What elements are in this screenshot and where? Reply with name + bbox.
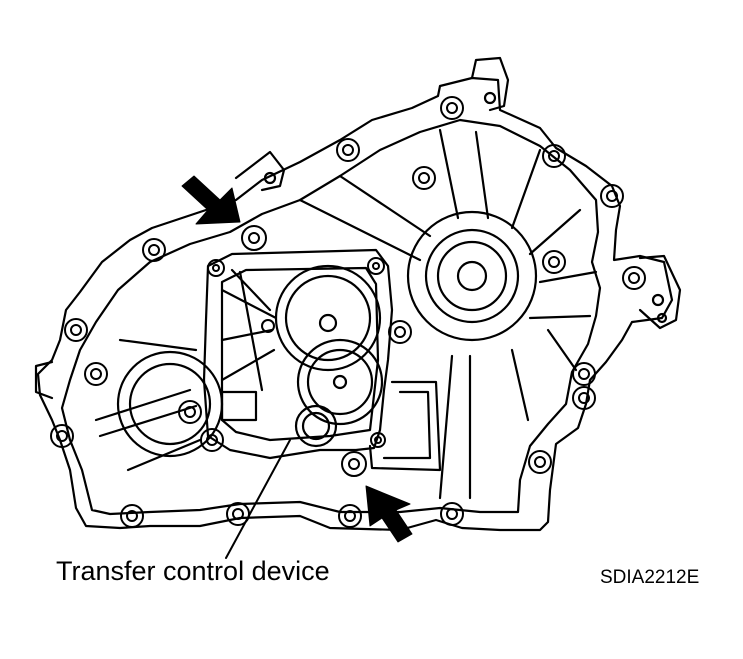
bolt <box>142 238 166 262</box>
figure-code: SDIA2212E <box>600 567 700 588</box>
callout-label: Transfer control device <box>56 556 330 586</box>
bolt <box>120 504 144 528</box>
lower-gear <box>296 338 384 426</box>
housing-outline <box>36 76 674 532</box>
control-device-frame <box>220 266 380 442</box>
bolt <box>572 386 596 410</box>
right-bracket <box>638 254 682 330</box>
bolt <box>370 432 386 448</box>
bolt <box>178 400 202 424</box>
bolt <box>207 259 225 277</box>
bolt <box>64 318 88 342</box>
upper-left-bracket-hole <box>263 171 277 185</box>
output-flange <box>406 210 538 342</box>
housing-ribs <box>94 128 598 500</box>
upper-left-bracket <box>234 150 286 192</box>
bolt <box>572 362 596 386</box>
arrow-lower-right <box>365 485 413 543</box>
bolt <box>528 450 552 474</box>
bolt <box>440 502 464 526</box>
bolt <box>367 257 385 275</box>
bolt <box>200 428 224 452</box>
bolt <box>622 266 646 290</box>
top-bracket <box>470 56 510 112</box>
callout-leader-line <box>225 439 291 559</box>
housing-inner-flange <box>60 118 602 516</box>
bolt <box>341 451 367 477</box>
bolt <box>542 144 566 168</box>
bolt <box>600 184 624 208</box>
top-bracket-hole <box>483 91 497 105</box>
bolt <box>336 138 360 162</box>
bolt <box>261 319 275 333</box>
control-device-connector <box>220 390 258 422</box>
control-shaft <box>294 404 338 448</box>
control-device-spokes <box>220 268 278 392</box>
bolt <box>241 225 267 251</box>
bolt <box>338 504 362 528</box>
bolts <box>50 96 646 528</box>
bolt <box>412 166 436 190</box>
right-bracket-hole-1 <box>651 293 665 307</box>
right-bracket-hole-2 <box>656 312 668 324</box>
bolt <box>440 96 464 120</box>
bolt <box>50 424 74 448</box>
left-lug <box>34 360 54 400</box>
bolt <box>388 320 412 344</box>
arrow-upper-left <box>181 175 241 225</box>
side-panel <box>368 380 442 472</box>
upper-gear <box>274 264 382 372</box>
control-device-body <box>202 248 394 460</box>
side-panel-inner <box>382 390 432 460</box>
bolt <box>542 250 566 274</box>
bolt <box>84 362 108 386</box>
